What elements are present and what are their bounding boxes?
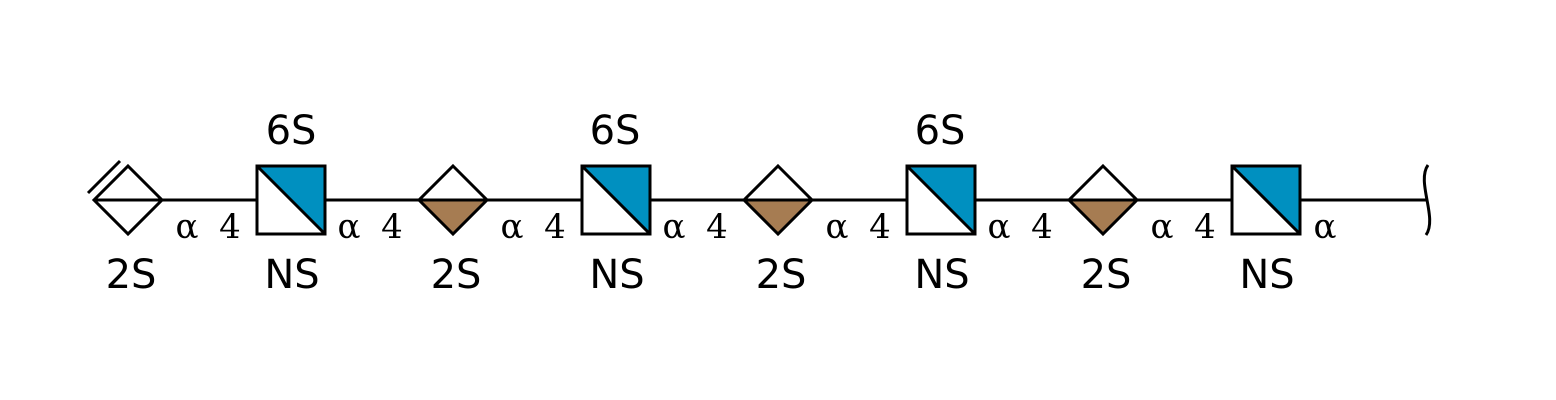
residue-2-mod-below: NS <box>264 252 319 298</box>
residue-3-diamond <box>416 163 490 237</box>
residue-1-mod-below: 2S <box>106 252 157 298</box>
reducing-end-bracket <box>1422 164 1432 236</box>
linkage-6-anomer: α <box>988 207 1011 247</box>
linkage-3-anomer: α <box>501 207 524 247</box>
residue-2-square <box>255 164 327 236</box>
residue-4-mod-above: 6S <box>590 108 641 154</box>
residue-4-square <box>580 164 652 236</box>
residue-2-mod-above: 6S <box>266 108 317 154</box>
residue-8-square <box>1230 164 1302 236</box>
residue-6-square <box>905 164 977 236</box>
residue-7-diamond <box>1066 163 1140 237</box>
residue-5-diamond <box>741 163 815 237</box>
linkage-1-anomer: α <box>176 207 199 247</box>
linkage-4-anomer: α <box>663 207 686 247</box>
linkage-5-anomer: α <box>826 207 849 247</box>
linkage-7-position: 4 <box>1194 207 1216 247</box>
unsaturation-mark <box>86 159 122 195</box>
residue-8-mod-below: NS <box>1239 252 1294 298</box>
residue-6-mod-above: 6S <box>915 108 966 154</box>
linkage-8-anomer: α <box>1314 207 1337 247</box>
linkage-3-position: 4 <box>544 207 566 247</box>
residue-6-mod-below: NS <box>914 252 969 298</box>
residue-7-mod-below: 2S <box>1081 252 1132 298</box>
linkage-6-position: 4 <box>1031 207 1053 247</box>
linkage-2-position: 4 <box>381 207 403 247</box>
linkage-1-position: 4 <box>219 207 241 247</box>
linkage-4-position: 4 <box>706 207 728 247</box>
residue-5-mod-below: 2S <box>756 252 807 298</box>
residue-4-mod-below: NS <box>589 252 644 298</box>
residue-1-diamond <box>86 159 165 237</box>
linkage-7-anomer: α <box>1151 207 1174 247</box>
linkage-5-position: 4 <box>869 207 891 247</box>
linkage-2-anomer: α <box>338 207 361 247</box>
residue-3-mod-below: 2S <box>431 252 482 298</box>
